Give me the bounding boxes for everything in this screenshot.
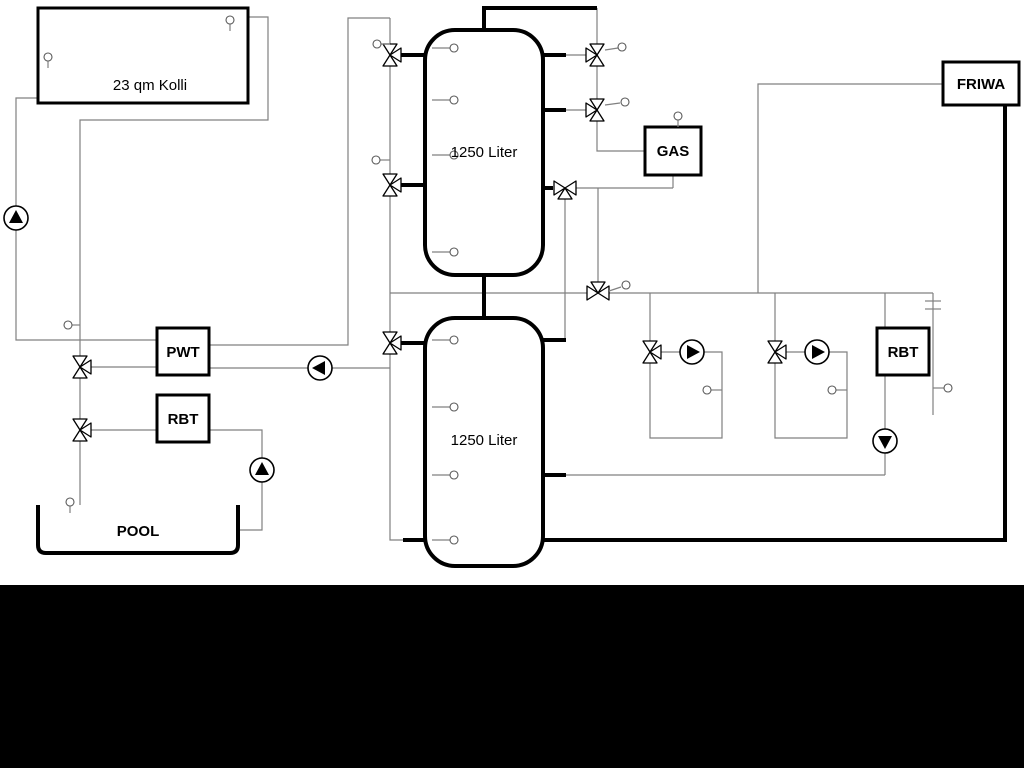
rbt-right-box: [875, 326, 931, 377]
three-way-valve-boiler-mid: [585, 98, 605, 122]
temp-sensor-solar-line: [63, 320, 80, 330]
collector-label: 23 qm Kolli: [113, 77, 187, 94]
temp-sensor-tank2-1: [432, 335, 459, 345]
tank-bottom-label: 1250 Liter: [451, 432, 518, 449]
temp-sensors: [43, 15, 953, 545]
temp-sensor-boiler-valve-mid: [604, 97, 630, 107]
three-way-valve-solar-rbt: [72, 418, 92, 442]
temp-sensor-boiler-valve-top: [604, 42, 627, 52]
pool-pump: [249, 457, 275, 483]
solar-pump: [3, 205, 29, 231]
main-pipes: [401, 6, 1007, 542]
three-way-valve-circuit2-mixer: [767, 340, 787, 364]
temp-sensor-collector-left: [43, 52, 53, 68]
pwt-pump: [307, 355, 333, 381]
three-way-valve-circuit1-mixer: [642, 340, 662, 364]
temp-sensor-riser-top: [372, 39, 390, 49]
pool-basin: [36, 505, 240, 555]
temp-sensor-tank1-2: [432, 95, 459, 105]
rbt-right-pump: [872, 428, 898, 454]
temp-sensor-tank2-4: [432, 535, 459, 545]
letterbox-bottom: [0, 585, 1024, 768]
pwt-box: [155, 326, 211, 377]
tank-top-label: 1250 Liter: [451, 144, 518, 161]
temp-sensor-rbt-right: [933, 383, 953, 393]
buffer-tank-top: [423, 28, 545, 277]
three-way-valve-boiler-top: [585, 43, 605, 67]
pwt-label: PWT: [166, 344, 199, 361]
three-way-valve-tank1-mid-left: [382, 173, 402, 197]
rbt-left-box: [155, 393, 211, 444]
temp-sensor-pool: [65, 497, 75, 513]
temp-sensor-tank1-3: [432, 150, 459, 160]
temp-sensor-collector-top: [225, 15, 235, 31]
temp-sensor-tank2-2: [432, 402, 459, 412]
temp-sensor-circuit2: [827, 385, 847, 395]
temp-sensor-riser-mid: [371, 155, 390, 165]
circuit1-pump: [679, 339, 705, 365]
gas-boiler-box: [643, 125, 703, 177]
temp-sensor-gas: [673, 111, 683, 127]
collector-box: [36, 6, 250, 105]
gas-label: GAS: [657, 143, 690, 160]
temp-sensor-tank1-1: [432, 43, 459, 53]
three-way-valve-boiler-return: [553, 180, 577, 200]
three-way-valve-solar-pwt: [72, 355, 92, 379]
three-way-valve-tank2-left: [382, 331, 402, 355]
temp-sensor-tank2-3: [432, 470, 459, 480]
temp-sensor-circuit1: [702, 385, 722, 395]
temp-sensor-distribution: [608, 280, 631, 292]
circuit2-pump: [804, 339, 830, 365]
temp-sensor-tank1-4: [432, 247, 459, 257]
rbt-left-label: RBT: [168, 411, 199, 428]
buffer-tank-bottom: [423, 316, 545, 568]
pool-label: POOL: [117, 523, 160, 540]
rbt-right-label: RBT: [888, 344, 919, 361]
three-way-valve-distribution: [586, 281, 610, 301]
friwa-box: [941, 60, 1021, 107]
friwa-label: FRIWA: [957, 76, 1005, 93]
